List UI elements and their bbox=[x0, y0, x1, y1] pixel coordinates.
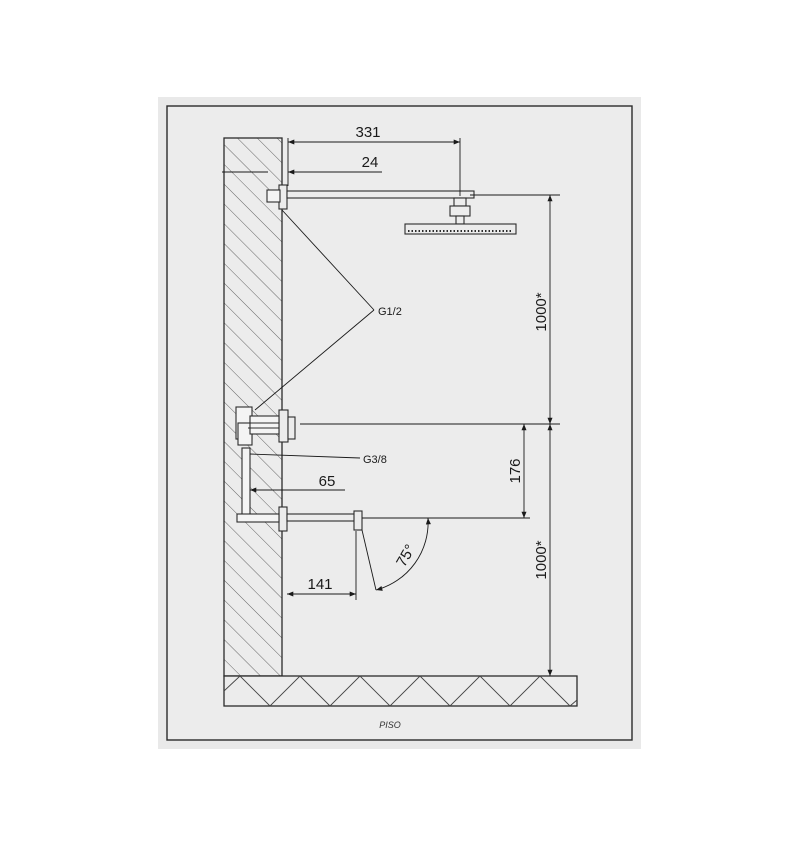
spout-tip bbox=[353, 510, 363, 531]
callout-upper-thread: G1/2 bbox=[378, 306, 402, 318]
head-neck bbox=[455, 215, 465, 225]
valve-flange bbox=[278, 409, 289, 443]
spout-base bbox=[236, 513, 280, 523]
wall-section bbox=[223, 137, 283, 677]
floor-label: PISO bbox=[379, 720, 401, 730]
leader-upper-thread-2 bbox=[254, 309, 375, 411]
mixer-valve bbox=[235, 406, 296, 519]
callout-lower-thread: G3/8 bbox=[363, 454, 387, 466]
leader-lower-thread bbox=[249, 453, 361, 459]
leader-upper-thread-1 bbox=[281, 209, 375, 311]
dim-arm-length: 331 bbox=[355, 124, 380, 141]
dim-spout-depth: 65 bbox=[319, 473, 336, 490]
shower-arm bbox=[286, 190, 475, 199]
spout-flange bbox=[278, 506, 288, 532]
bath-spout bbox=[236, 506, 363, 532]
head-swivel bbox=[449, 205, 471, 217]
valve-lever bbox=[287, 416, 296, 440]
dim-head-height: 1000* bbox=[533, 292, 550, 331]
shower-head bbox=[404, 223, 517, 235]
shower-arm-assembly bbox=[266, 184, 517, 235]
dim-arc-spout-angle bbox=[375, 517, 431, 591]
dim-spout-height: 1000* bbox=[533, 540, 550, 579]
dimension-lines bbox=[222, 138, 560, 676]
spout-body bbox=[286, 513, 362, 522]
diverter-pipe bbox=[241, 447, 251, 519]
valve-handle bbox=[249, 415, 280, 435]
arm-wall-box bbox=[266, 189, 281, 203]
arm-connector bbox=[453, 197, 467, 207]
dim-spout-projection: 141 bbox=[307, 576, 332, 593]
dim-valve-spout-gap: 176 bbox=[507, 458, 524, 483]
dim-arm-offset: 24 bbox=[362, 154, 379, 171]
floor-slab bbox=[223, 675, 578, 707]
